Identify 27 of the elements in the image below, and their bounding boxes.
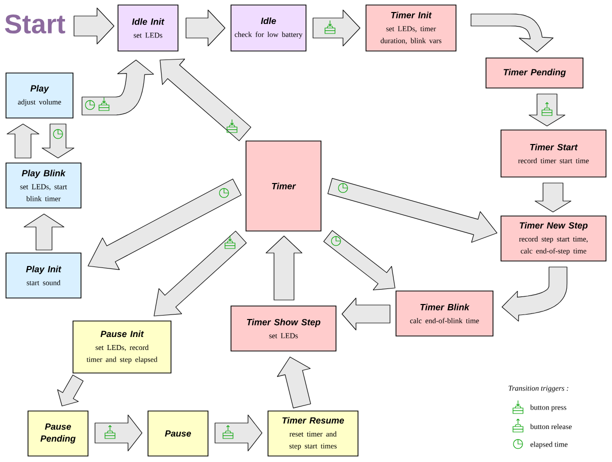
start-label: Start — [5, 14, 66, 34]
state-box: Timer — [246, 140, 322, 232]
block-arrow — [470, 14, 554, 52]
block-arrow — [534, 182, 572, 212]
block-arrow — [6, 124, 40, 158]
state-box: Timer Pending — [486, 58, 584, 88]
block-arrow — [160, 58, 252, 142]
block-arrow — [94, 414, 142, 452]
block-arrow — [57, 374, 84, 406]
block-arrow — [24, 214, 64, 250]
block-arrow — [42, 124, 74, 158]
block-arrow — [186, 10, 226, 46]
block-arrow — [312, 10, 360, 46]
block-arrow — [502, 266, 568, 322]
state-box: Pause — [148, 410, 208, 456]
block-arrow — [82, 60, 154, 116]
block-arrow — [74, 8, 114, 44]
block-arrow — [154, 230, 247, 316]
block-arrow — [277, 356, 311, 408]
block-arrow — [328, 178, 498, 243]
block-arrow — [266, 236, 302, 300]
block-arrow — [88, 178, 242, 270]
state-box: Pause Pending — [28, 410, 88, 456]
block-arrow — [214, 414, 262, 452]
block-arrow — [323, 230, 396, 290]
block-arrow — [342, 298, 390, 330]
block-arrow — [528, 94, 566, 126]
